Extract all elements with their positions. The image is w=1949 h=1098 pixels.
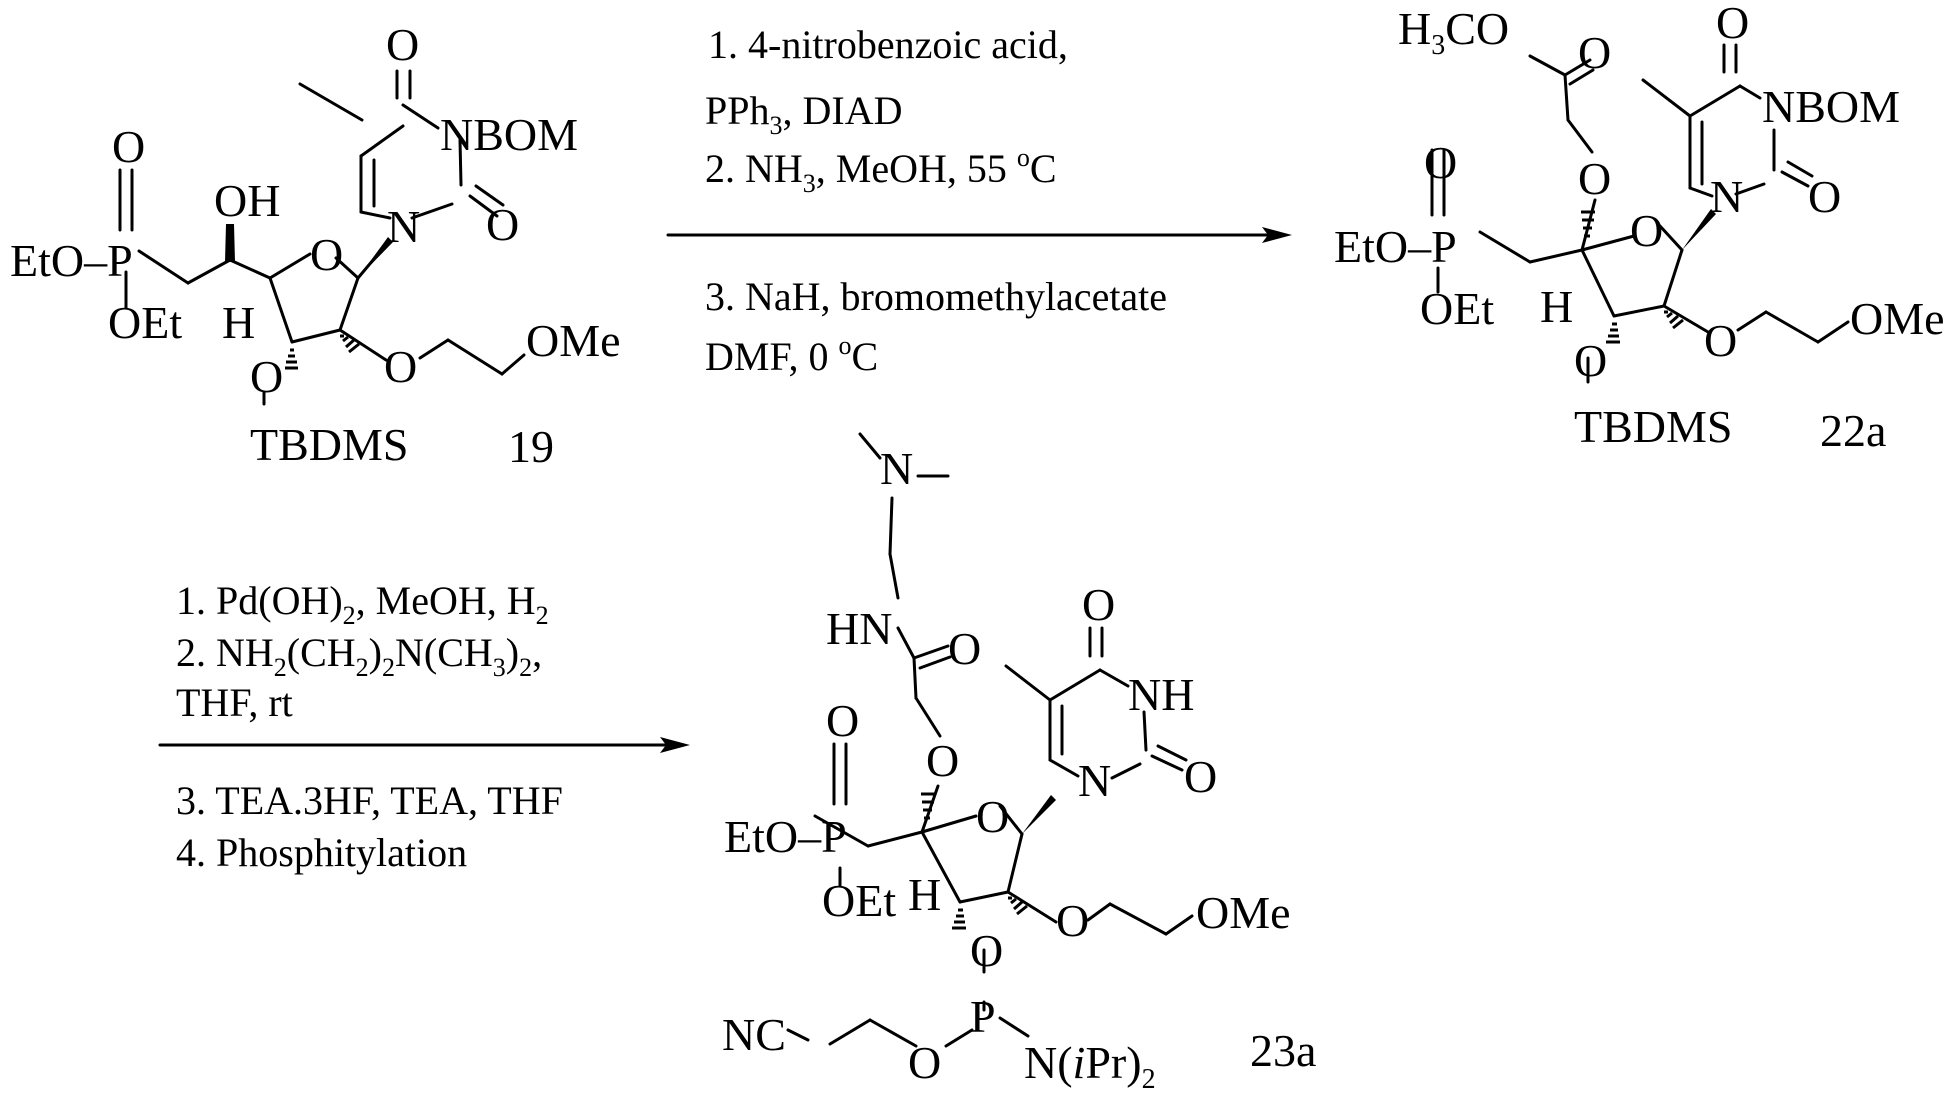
compound-label-23a: 23a xyxy=(1250,1025,1316,1076)
condition-line: 2. NH xyxy=(705,146,803,191)
atom-label: O xyxy=(970,925,1003,976)
atom-label: N xyxy=(387,201,420,252)
atom-label: O xyxy=(1704,315,1737,366)
svg-text:THF, rt: THF, rt xyxy=(176,680,293,725)
atom-label: NBOM xyxy=(440,109,578,160)
atom-label: OMe xyxy=(526,315,621,366)
atom-label: OMe xyxy=(1196,887,1291,938)
structure-19: O NBOM O N OH O EtO–P OEt O H O TBDMS O … xyxy=(10,19,621,472)
atom-label: HN xyxy=(826,603,892,654)
atom-label: N xyxy=(1710,171,1743,222)
atom-label: H xyxy=(222,297,255,348)
atom-label: O xyxy=(1056,895,1089,946)
condition-line: DMF, 0 xyxy=(705,334,839,379)
compound-label-22a: 22a xyxy=(1820,405,1886,456)
atom-label: O xyxy=(310,229,343,280)
atom-label: OEt xyxy=(108,297,182,348)
atom-label: OEt xyxy=(822,875,896,926)
atom-label: O xyxy=(1808,171,1841,222)
atom-label: O xyxy=(112,121,145,172)
structure-22a: H3CO O O NBOM O N O O EtO–P OEt O H O TB… xyxy=(1334,0,1945,456)
atom-label: NBOM xyxy=(1762,81,1900,132)
condition-line: THF, rt xyxy=(176,680,293,725)
atom-label: O xyxy=(976,791,1009,842)
atom-label: O xyxy=(486,199,519,250)
atom-label: OEt xyxy=(1420,283,1494,334)
atom-label: O xyxy=(1578,27,1611,78)
atom-label: OH xyxy=(214,175,280,226)
atom-label: O xyxy=(926,735,959,786)
atom-label: H xyxy=(1540,281,1573,332)
atom-label: OMe xyxy=(1850,293,1945,344)
svg-text:PPh3, DIAD: PPh3, DIAD xyxy=(705,88,902,140)
condition-line: 1. Pd(OH) xyxy=(176,578,343,623)
atom-label: O xyxy=(1578,153,1611,204)
structure-23a: N HN O O NH O N O O EtO–P OEt O H O O OM… xyxy=(722,434,1316,1095)
condition-line: 3. TEA.3HF, TEA, THF xyxy=(176,778,563,823)
conditions-step-1: 1. 4-nitrobenzoic acid, PPh3, DIAD 2. NH… xyxy=(705,22,1167,379)
conditions-step-2: 1. Pd(OH)2, MeOH, H2 2. NH2(CH2)2N(CH3)2… xyxy=(176,578,563,875)
atom-label: O xyxy=(250,351,283,402)
reaction-arrow-2 xyxy=(160,737,690,753)
atom-label: O xyxy=(1630,205,1663,256)
atom-label: EtO–P xyxy=(10,235,133,286)
atom-label: EtO–P xyxy=(724,811,847,862)
atom-label: O xyxy=(948,623,981,674)
atom-label: N xyxy=(880,443,913,494)
svg-text:2. NH3, MeOH, 55 oC: 2. NH3, MeOH, 55 oC xyxy=(705,143,1057,198)
atom-label: O xyxy=(908,1037,941,1088)
atom-label: NH xyxy=(1128,669,1194,720)
atom-label: O xyxy=(1184,751,1217,802)
svg-text:3. TEA.3HF, TEA, THF: 3. TEA.3HF, TEA, THF xyxy=(176,778,563,823)
atom-label: H xyxy=(908,869,941,920)
atom-label: O xyxy=(1082,579,1115,630)
atom-label: O xyxy=(384,341,417,392)
atom-label: N(iPr)2 xyxy=(1024,1037,1156,1095)
atom-label: TBDMS xyxy=(1574,401,1732,452)
svg-text:1. 4-nitrobenzoic acid,: 1. 4-nitrobenzoic acid, xyxy=(708,22,1068,67)
reaction-arrow-1 xyxy=(668,227,1292,243)
atom-label: O xyxy=(1574,335,1607,386)
atom-label: EtO–P xyxy=(1334,221,1457,272)
atom-label: O xyxy=(826,695,859,746)
atom-label: O xyxy=(1424,137,1457,188)
atom-label: N xyxy=(1078,755,1111,806)
condition-line: 4. Phosphitylation xyxy=(176,830,467,875)
svg-text:1. Pd(OH)2, MeOH, H2: 1. Pd(OH)2, MeOH, H2 xyxy=(176,578,549,630)
condition-line: PPh xyxy=(705,88,770,133)
atom-label: O xyxy=(386,19,419,70)
compound-label-19: 19 xyxy=(508,421,554,472)
condition-line: 3. NaH, bromomethylacetate xyxy=(705,274,1167,319)
atom-label: O xyxy=(1716,0,1749,48)
atom-label: P xyxy=(970,991,996,1042)
condition-line: 1. 4-nitrobenzoic acid, xyxy=(708,22,1068,67)
svg-text:DMF, 0 oC: DMF, 0 oC xyxy=(705,331,878,379)
svg-text:3. NaH, bromomethylacetate: 3. NaH, bromomethylacetate xyxy=(705,274,1167,319)
atom-label: TBDMS xyxy=(250,419,408,470)
atom-label: NC xyxy=(722,1009,786,1060)
condition-line: 2. NH xyxy=(176,630,274,675)
svg-text:4. Phosphitylation: 4. Phosphitylation xyxy=(176,830,467,875)
atom-label: H3CO xyxy=(1398,3,1509,61)
svg-text:2. NH2(CH2)2N(CH3)2,: 2. NH2(CH2)2N(CH3)2, xyxy=(176,630,542,682)
